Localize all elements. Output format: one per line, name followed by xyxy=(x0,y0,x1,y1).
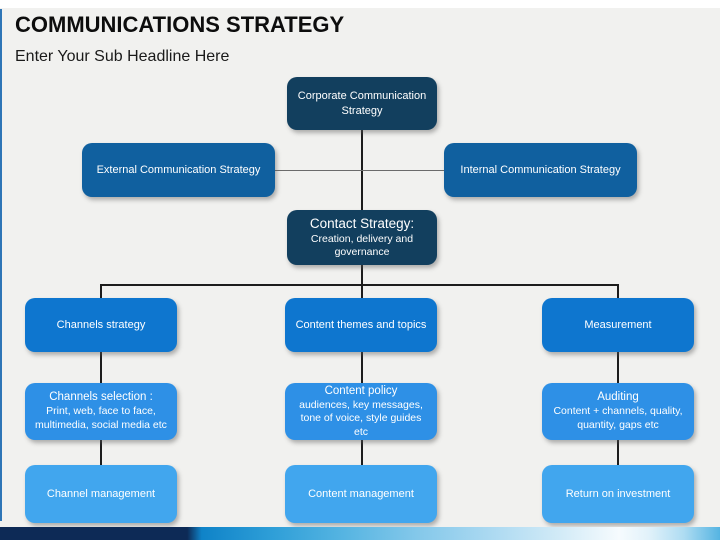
node-body: Creation, delivery and governance xyxy=(310,232,414,259)
node-label: External Communication Strategy xyxy=(96,163,261,176)
connector-col3-detail-footer xyxy=(617,440,619,465)
node-title: Contact Strategy: xyxy=(309,216,415,232)
node-content-policy: Content policy audiences, key messages, … xyxy=(285,383,437,440)
node-label: Content management xyxy=(308,487,414,500)
node-title: Channels selection : xyxy=(49,391,153,404)
top-strip xyxy=(0,0,720,8)
node-label: Channel management xyxy=(46,487,156,500)
connector-col1-detail-footer xyxy=(100,440,102,465)
slide-title: COMMUNICATIONS STRATEGY xyxy=(15,12,345,37)
slide-subtitle: Enter Your Sub Headline Here xyxy=(15,48,230,65)
node-label: Return on investment xyxy=(565,487,671,500)
connector-col3-drop xyxy=(617,284,619,298)
node-content-themes-and-topics: Content themes and topics xyxy=(285,298,437,352)
footer-gradient-bar xyxy=(0,527,720,540)
connector-col2-detail-footer xyxy=(361,440,363,465)
connector-columns-horizontal xyxy=(101,284,619,286)
node-return-on-investment: Return on investment xyxy=(542,465,694,523)
connector-col1-header-detail xyxy=(100,352,102,383)
node-channels-selection: Channels selection : Print, web, face to… xyxy=(25,383,177,440)
connector-external-internal xyxy=(275,170,444,171)
node-channels-strategy: Channels strategy xyxy=(25,298,177,352)
connector-col3-header-detail xyxy=(617,352,619,383)
node-label: Content themes and topics xyxy=(295,318,427,331)
node-auditing: Auditing Content + channels, quality, qu… xyxy=(542,383,694,440)
node-body: Content + channels, quality, quantity, g… xyxy=(553,405,683,431)
node-corporate-communication-strategy: Corporate Communication Strategy xyxy=(287,77,437,130)
node-external-communication-strategy: External Communication Strategy xyxy=(82,143,275,197)
node-label: Measurement xyxy=(584,318,652,331)
connector-col2-header-detail xyxy=(361,352,363,383)
node-label: Channels strategy xyxy=(56,318,146,331)
node-body: Print, web, face to face, multimedia, so… xyxy=(35,405,167,431)
connector-col1-drop xyxy=(100,284,102,298)
node-label: Corporate Communication Strategy xyxy=(297,90,427,117)
node-internal-communication-strategy: Internal Communication Strategy xyxy=(444,143,637,197)
node-title: Auditing xyxy=(597,391,639,404)
node-content-management: Content management xyxy=(285,465,437,523)
node-channel-management: Channel management xyxy=(25,465,177,523)
node-title: Content policy xyxy=(324,384,398,397)
connector-contact-drop xyxy=(361,265,363,298)
left-accent-bar xyxy=(0,9,2,521)
node-contact-strategy: Contact Strategy: Creation, delivery and… xyxy=(287,210,437,265)
node-body: audiences, key messages, tone of voice, … xyxy=(299,398,423,438)
node-measurement: Measurement xyxy=(542,298,694,352)
node-label: Internal Communication Strategy xyxy=(460,163,621,176)
